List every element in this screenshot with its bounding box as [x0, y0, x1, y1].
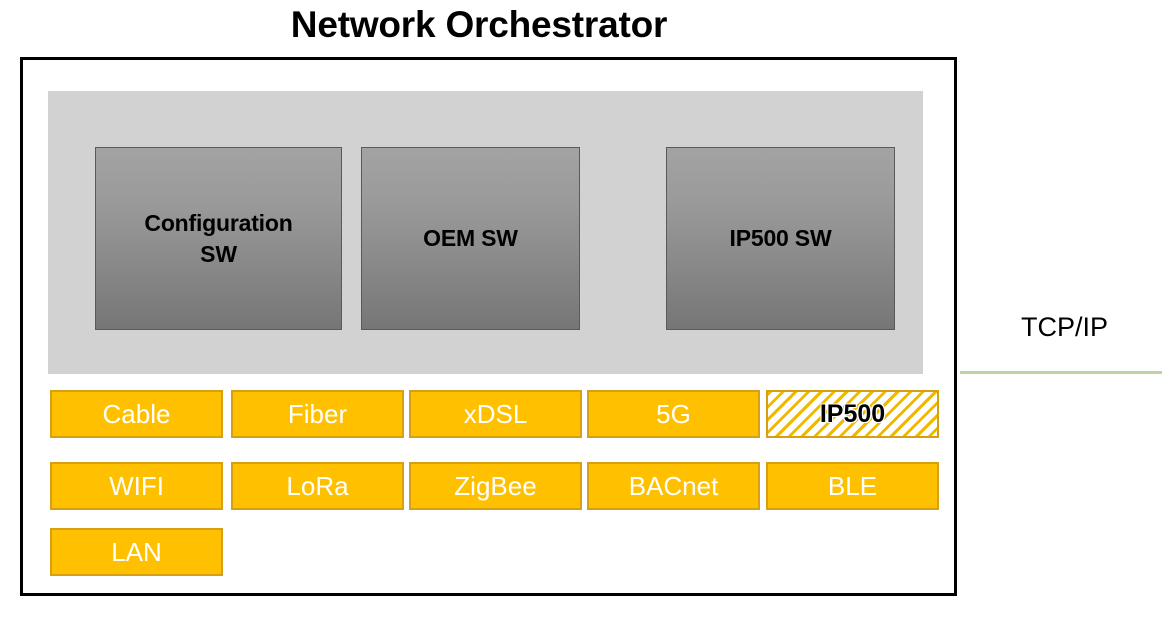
chip-cable[interactable]: Cable: [50, 390, 223, 438]
chip-bacnet[interactable]: BACnet: [587, 462, 760, 510]
sw-box-configuration-sw[interactable]: Configuration SW: [95, 147, 342, 330]
page-title: Network Orchestrator: [290, 4, 668, 45]
chip-wifi[interactable]: WIFI: [50, 462, 223, 510]
chip-lan[interactable]: LAN: [50, 528, 223, 576]
chip-label: xDSL: [463, 399, 528, 429]
tcpip-label: TCP/IP: [1020, 312, 1108, 342]
chip-label: Cable: [102, 399, 171, 429]
tcpip-connector-line: [960, 371, 1162, 374]
chip-label: WIFI: [109, 471, 164, 501]
chip-fiber[interactable]: Fiber: [231, 390, 404, 438]
chip-label: 5G: [656, 399, 691, 429]
software-layer-panel: Configuration SW OEM SW IP500 SW: [48, 91, 923, 374]
chip-5g[interactable]: 5G: [587, 390, 760, 438]
chip-label: LAN: [111, 537, 162, 567]
chip-zigbee[interactable]: ZigBee: [409, 462, 582, 510]
chip-label: BACnet: [628, 471, 719, 501]
chip-xdsl[interactable]: xDSL: [409, 390, 582, 438]
sw-box-label: Configuration SW: [144, 209, 293, 267]
chip-label: ZigBee: [454, 471, 537, 501]
sw-box-oem-sw[interactable]: OEM SW: [361, 147, 580, 330]
chip-label: LoRa: [286, 471, 349, 501]
chip-label: IP500: [819, 399, 886, 428]
chip-label: Fiber: [287, 399, 348, 429]
sw-box-label: OEM SW: [423, 225, 518, 251]
sw-box-ip500-sw[interactable]: IP500 SW: [666, 147, 895, 330]
tcpip-annotation: TCP/IP: [962, 310, 1167, 344]
orchestrator-frame: Configuration SW OEM SW IP500 SW Cable F…: [20, 57, 957, 596]
chip-ble[interactable]: BLE: [766, 462, 939, 510]
chip-lora[interactable]: LoRa: [231, 462, 404, 510]
chip-label: BLE: [827, 471, 878, 501]
chip-ip500[interactable]: IP500: [766, 390, 939, 438]
sw-box-label: IP500 SW: [729, 225, 832, 251]
